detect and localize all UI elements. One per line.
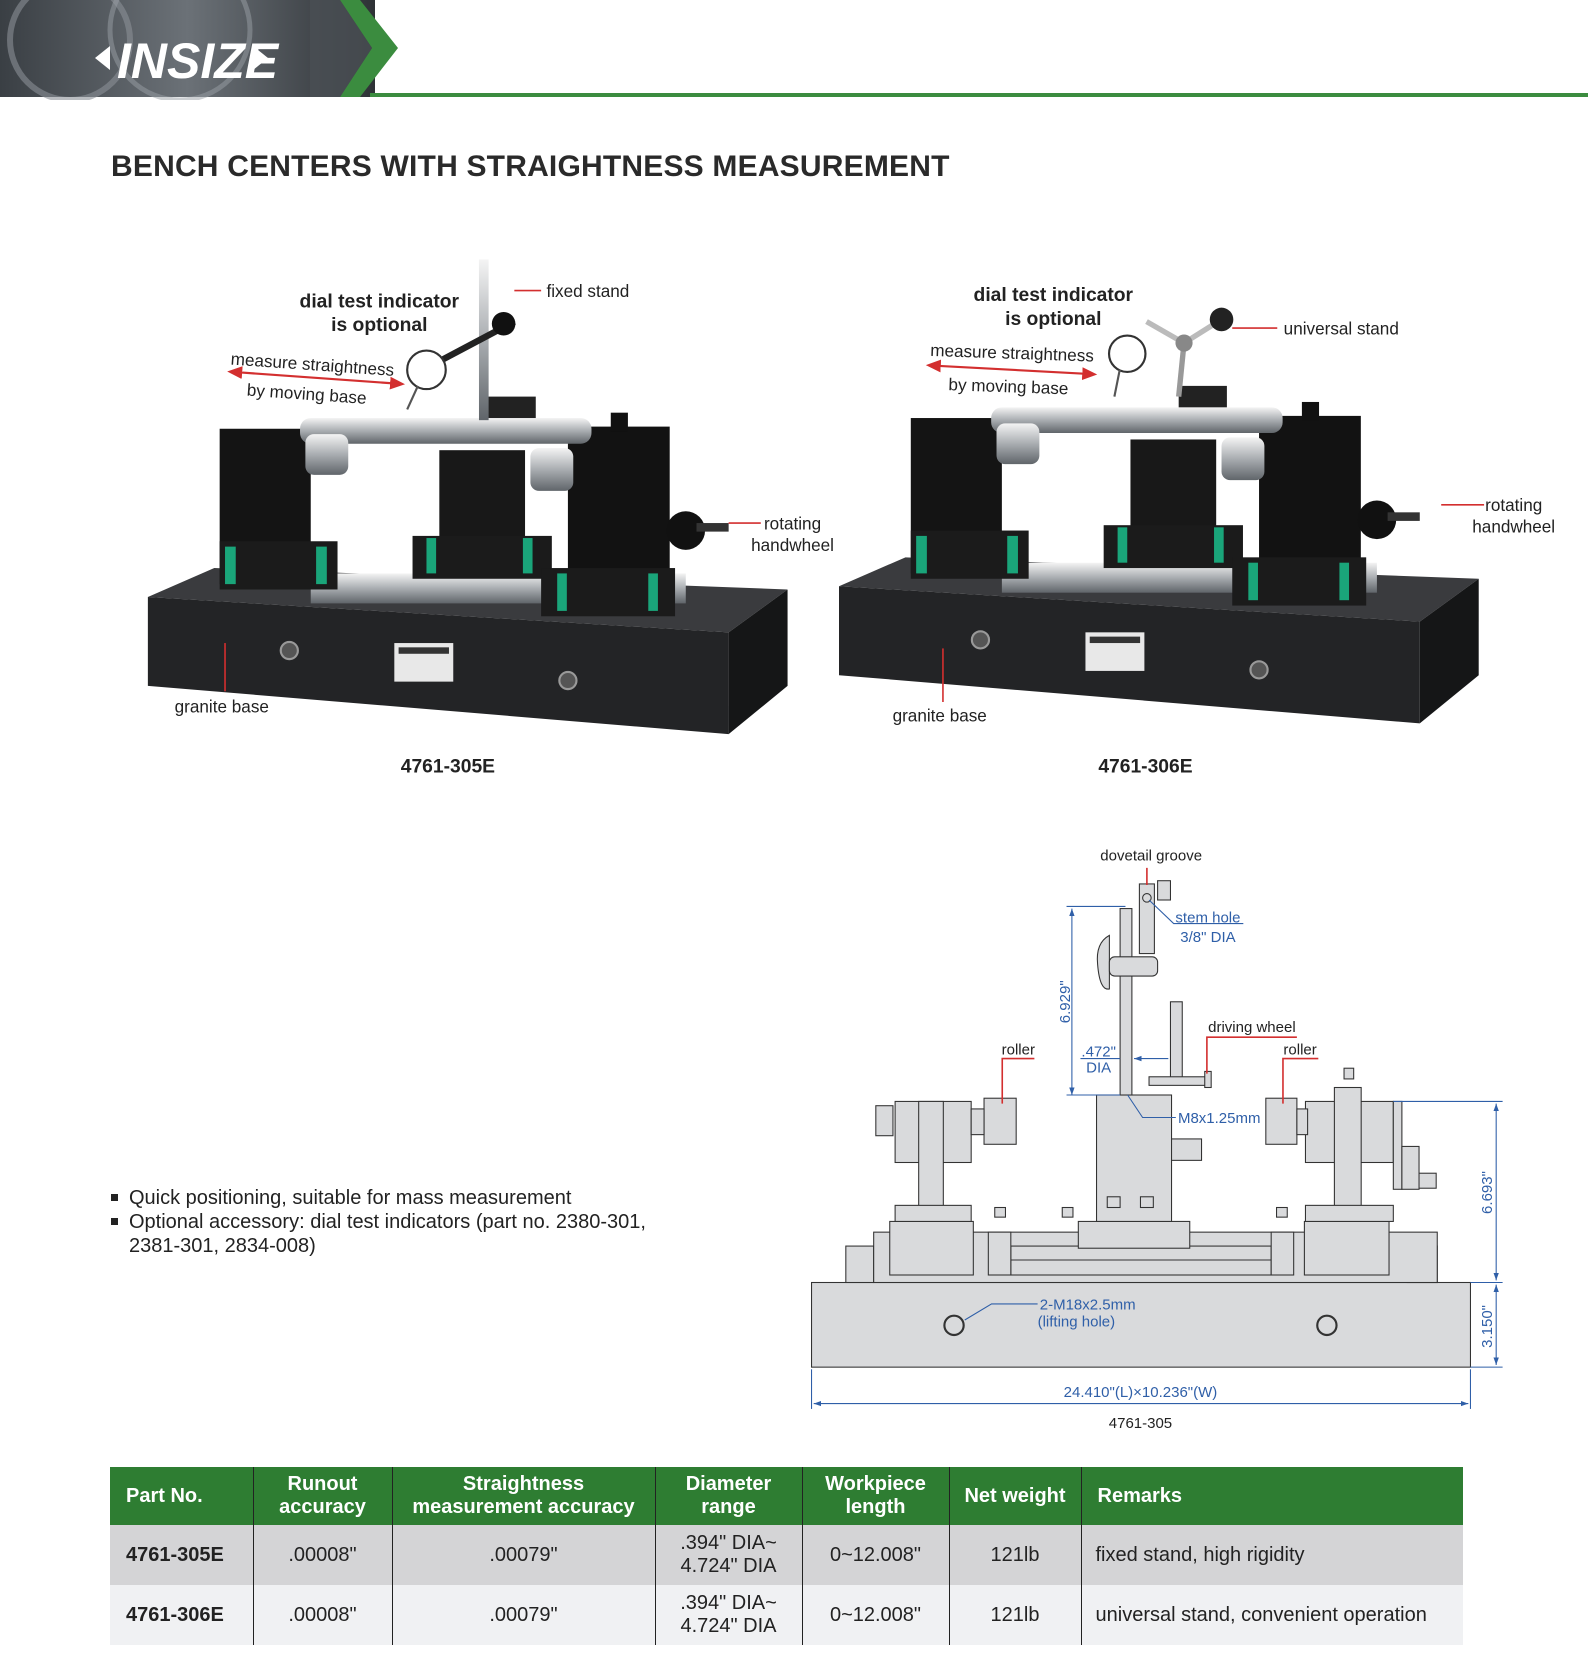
table-row: 4761-305E .00008" .00079" .394" DIA~4.72… — [110, 1525, 1463, 1585]
svg-text:6.693": 6.693" — [1479, 1171, 1496, 1214]
model-label: 4761-305E — [401, 757, 495, 778]
product-photo-4761-305E: dial test indicator is optional fixed st… — [146, 259, 834, 778]
svg-text:stem hole: stem hole — [1175, 910, 1240, 927]
svg-text:roller: roller — [1283, 1041, 1316, 1058]
svg-text:.472": .472" — [1081, 1043, 1116, 1060]
svg-text:M8x1.25mm: M8x1.25mm — [1178, 1110, 1261, 1127]
svg-text:DIA: DIA — [1086, 1060, 1111, 1077]
logo-text: INSIZE — [117, 33, 280, 89]
svg-text:is optional: is optional — [331, 315, 427, 336]
drawing-driving-wheel — [1204, 1070, 1212, 1089]
drawing-roller-right — [1265, 1097, 1298, 1145]
svg-text:2-M18x2.5mm: 2-M18x2.5mm — [1040, 1296, 1136, 1313]
page-title: BENCH CENTERS WITH STRAIGHTNESS MEASUREM… — [111, 150, 950, 183]
header-banner: INSIZE — [0, 0, 1588, 100]
svg-text:rotating: rotating — [1485, 495, 1542, 515]
svg-text:(lifting hole): (lifting hole) — [1038, 1313, 1116, 1330]
dial-indicator — [1107, 334, 1147, 374]
product-photo-4761-306E: dial test indicator is optional universa… — [837, 285, 1555, 778]
bullet-icon — [111, 1194, 118, 1201]
straightness-arrow — [227, 366, 406, 390]
col-part-no: Part No. — [110, 1467, 253, 1525]
svg-text:roller: roller — [1002, 1041, 1035, 1058]
lifting-hole-left — [943, 1314, 965, 1337]
straightness-arrow — [925, 359, 1098, 381]
svg-text:handwheel: handwheel — [1472, 517, 1555, 537]
svg-text:rotating: rotating — [764, 513, 821, 533]
drawing-roller-left — [983, 1097, 1017, 1145]
svg-text:24.410"(L)×10.236"(W): 24.410"(L)×10.236"(W) — [1064, 1384, 1218, 1401]
svg-text:3.150": 3.150" — [1479, 1305, 1496, 1348]
svg-text:measure straightness: measure straightness — [930, 340, 1094, 366]
header-rule — [370, 93, 1588, 97]
model-label: 4761-306E — [1098, 757, 1192, 778]
svg-text:granite base: granite base — [175, 697, 269, 717]
svg-text:is optional: is optional — [1005, 309, 1101, 330]
svg-text:3/8" DIA: 3/8" DIA — [1180, 929, 1235, 946]
svg-text:handwheel: handwheel — [751, 535, 834, 555]
header-chevron — [340, 0, 398, 97]
col-net-weight: Net weight — [948, 1467, 1081, 1525]
insize-logo: INSIZE — [95, 33, 280, 89]
svg-text:measure straightness: measure straightness — [230, 348, 395, 379]
svg-text:6.929": 6.929" — [1057, 980, 1074, 1023]
svg-text:by moving base: by moving base — [948, 374, 1069, 398]
universal-stand — [1145, 307, 1234, 397]
svg-text:dial test indicator: dial test indicator — [974, 285, 1134, 306]
drawing-granite-base — [811, 1281, 1471, 1368]
feature-item: Optional accessory: dial test indicators… — [111, 1210, 646, 1234]
drawing-model-label: 4761-305 — [1109, 1415, 1172, 1432]
feature-list: Quick positioning, suitable for mass mea… — [111, 1186, 646, 1258]
feature-item: Quick positioning, suitable for mass mea… — [111, 1186, 646, 1210]
drawing-stand-rod — [1119, 908, 1133, 1096]
feature-item-continued: 2381-301, 2834-008) — [129, 1235, 316, 1257]
col-remarks: Remarks — [1080, 1467, 1463, 1525]
dial-indicator — [406, 349, 447, 391]
bullet-icon — [111, 1218, 118, 1225]
table-row: 4761-306E .00008" .00079" .394" DIA~4.72… — [110, 1585, 1463, 1645]
svg-text:driving wheel: driving wheel — [1208, 1019, 1296, 1036]
technical-drawing: dovetail groove roller driving wheel rol… — [811, 847, 1503, 1432]
svg-text:dial test indicator: dial test indicator — [300, 292, 460, 313]
svg-text:by moving base: by moving base — [246, 380, 367, 408]
svg-text:fixed stand: fixed stand — [546, 281, 629, 301]
product-photos: dial test indicator is optional fixed st… — [146, 259, 1555, 778]
lifting-hole-right — [1316, 1314, 1338, 1337]
svg-text:granite base: granite base — [893, 705, 987, 725]
svg-text:universal stand: universal stand — [1284, 318, 1399, 338]
svg-text:dovetail groove: dovetail groove — [1100, 847, 1202, 864]
